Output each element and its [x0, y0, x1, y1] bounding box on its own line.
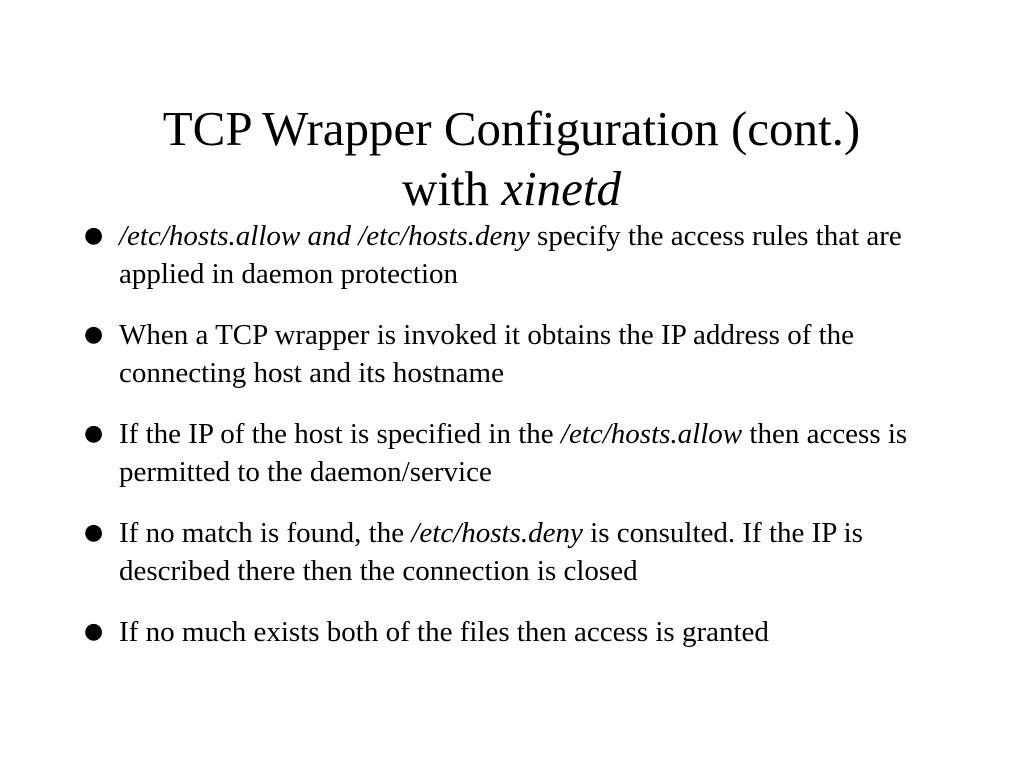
bullet-italic-lead: /etc/hosts.allow and /etc/hosts.deny	[119, 220, 530, 252]
bullet-italic-path: /etc/hosts.allow	[560, 418, 743, 450]
bullet-text: If no much exists both of the files then…	[119, 616, 769, 648]
bullet-text: If no match is found, the /etc/hosts.den…	[119, 517, 863, 587]
title-line-1: TCP Wrapper Configuration (cont.)	[162, 100, 861, 156]
bullet-text: If the IP of the host is specified in th…	[119, 418, 907, 488]
bullet-body-after: then access is permitted to the daemon/s…	[119, 418, 908, 488]
bullet-list: ● /etc/hosts.allow and /etc/hosts.deny s…	[84, 217, 964, 674]
bullet-item-2: ● When a TCP wrapper is invoked it obtai…	[84, 316, 964, 392]
bullet-icon: ●	[84, 322, 104, 347]
title-line-2: with xinetd	[0, 159, 1023, 219]
slide-title: TCP Wrapper Configuration (cont.) with x…	[0, 99, 1023, 219]
title-line-2-prefix: with	[401, 160, 490, 216]
bullet-text: /etc/hosts.allow and /etc/hosts.deny spe…	[119, 220, 902, 290]
bullet-icon: ●	[84, 421, 104, 446]
bullet-item-1: ● /etc/hosts.allow and /etc/hosts.deny s…	[84, 217, 964, 293]
bullet-icon: ●	[84, 223, 104, 248]
bullet-body-after: is consulted. If the IP is described the…	[119, 517, 863, 587]
bullet-icon: ●	[84, 619, 104, 644]
bullet-icon: ●	[84, 520, 104, 545]
bullet-body-before: If the IP of the host is specified in th…	[119, 418, 561, 450]
bullet-body-before: If no match is found, the	[119, 517, 412, 549]
bullet-text: When a TCP wrapper is invoked it obtains…	[119, 319, 855, 389]
bullet-item-4: ● If no match is found, the /etc/hosts.d…	[84, 514, 964, 590]
bullet-item-5: ● If no much exists both of the files th…	[84, 613, 964, 651]
title-line-2-italic: xinetd	[501, 160, 622, 216]
bullet-italic-path: /etc/hosts.deny	[411, 517, 583, 549]
bullet-body: specify the access rules that are applie…	[119, 220, 902, 290]
bullet-item-3: ● If the IP of the host is specified in …	[84, 415, 964, 491]
